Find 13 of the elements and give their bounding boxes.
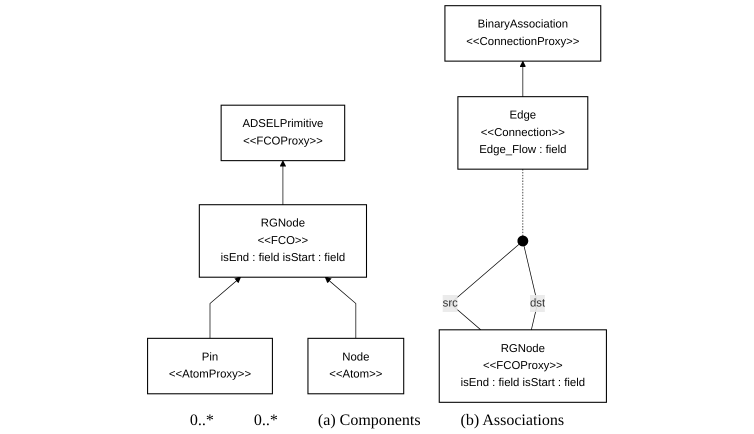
caption-text: (b) Associations <box>460 412 564 430</box>
class-box: Node <<Atom>> <box>307 338 404 394</box>
class-box: Pin <<AtomProxy>> <box>147 338 273 394</box>
class-box: RGNode <<FCOProxy>> isEnd : field isStart : field <box>438 329 607 403</box>
class-box: Edge <<Connection>> Edge_Flow : field <box>457 96 588 170</box>
caption-text: (a) Components <box>318 412 421 430</box>
class-box: RGNode <<FCO>> isEnd : field isStart : field <box>198 204 368 278</box>
caption-text: 0..* <box>190 412 214 430</box>
class-box: BinaryAssociation <<ConnectionProxy>> <box>444 5 602 62</box>
edge-label: src <box>442 294 458 312</box>
class-box: ADSELPrimitive <<FCOProxy>> <box>220 104 346 162</box>
caption-text: 0..* <box>254 412 278 430</box>
edge-label: dst <box>530 294 546 312</box>
